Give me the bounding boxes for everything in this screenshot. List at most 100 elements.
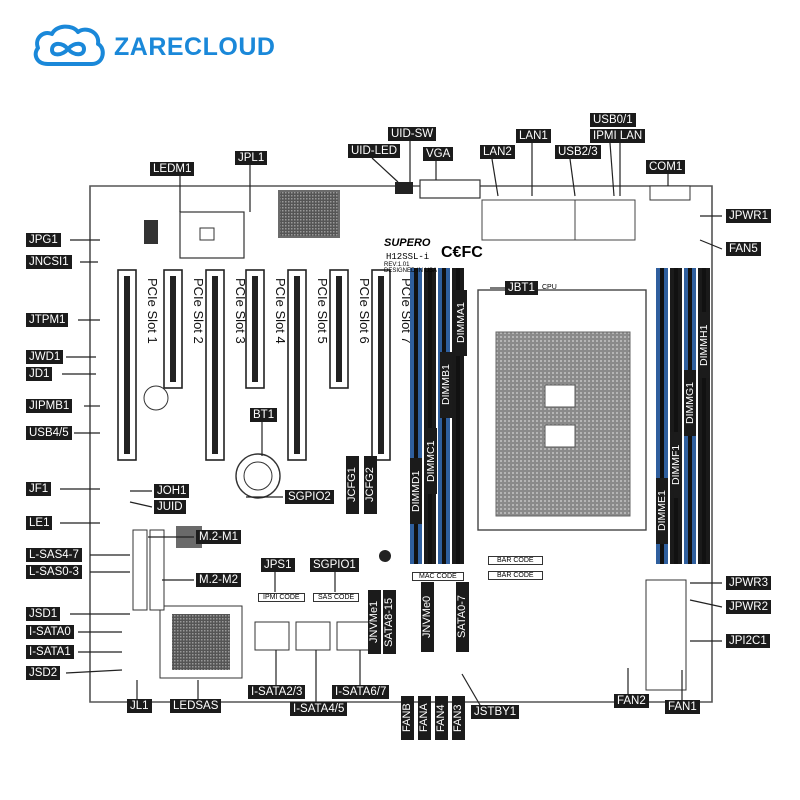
label-fan4: FAN4 (435, 696, 448, 740)
pcie-slot-1: PCIe Slot 1 (117, 269, 160, 461)
isata-block-1 (254, 621, 290, 651)
label-dimmh1: DIMMH1 (698, 312, 710, 378)
label-jstby1: JSTBY1 (471, 705, 520, 719)
uid-switch (395, 182, 413, 194)
label-fan3: FAN3 (452, 696, 465, 740)
label-dimma1: DIMMA1 (455, 290, 467, 356)
label-jf1: JF1 (26, 482, 52, 496)
label-isata1: I-SATA1 (26, 645, 74, 659)
board-maker: SUPERO (384, 237, 431, 249)
label-jpl1: JPL1 (235, 151, 268, 165)
label-bt1: BT1 (250, 408, 278, 422)
power-connector-24pin (645, 579, 687, 691)
label-usb45: USB4/5 (26, 426, 72, 440)
label-jbt1: JBT1 (505, 281, 538, 295)
battery-cell (235, 453, 281, 499)
label-le1: LE1 (26, 516, 53, 530)
label-ledsas: LEDSAS (170, 699, 222, 713)
pcie-slot-label: PCIe Slot 6 (357, 278, 372, 344)
pcie-slot-7: PCIe Slot 7 (371, 269, 414, 461)
pcie-slot-label: PCIe Slot 4 (273, 278, 288, 344)
label-jpwr1: JPWR1 (726, 209, 771, 223)
label-fan2: FAN2 (614, 694, 649, 708)
label-sgpio1: SGPIO1 (310, 558, 359, 572)
mac-code: MAC CODE (412, 572, 464, 581)
jumper-black (379, 550, 391, 562)
pcie-slot-label: PCIe Slot 2 (191, 278, 206, 344)
label-jwd1: JWD1 (26, 350, 64, 364)
label-jl1: JL1 (127, 699, 152, 713)
label-jtpm1: JTPM1 (26, 313, 69, 327)
m2-slot-1 (132, 529, 148, 611)
label-lsas03: L-SAS0-3 (26, 565, 82, 579)
label-usb23: USB2/3 (555, 145, 601, 159)
label-uid-sw: UID-SW (388, 127, 437, 141)
vga-port (419, 179, 481, 199)
label-vga: VGA (423, 147, 454, 161)
label-jps1: JPS1 (261, 558, 295, 572)
label-jpi2c1: JPI2C1 (726, 634, 770, 648)
label-fan5: FAN5 (726, 242, 761, 256)
m2-slot-2 (149, 529, 165, 611)
pcie-slot-5: PCIe Slot 5 (287, 269, 330, 461)
label-jpg1: JPG1 (26, 233, 61, 247)
cpu-socket-pins (495, 331, 631, 517)
label-sata815: SATA8-15 (383, 590, 396, 654)
label-jsd1: JSD1 (26, 607, 61, 621)
brand-logo: ZARECLOUD (30, 22, 275, 72)
ce-fcc-marks: C€FC (441, 244, 483, 261)
label-jipmb1: JIPMB1 (26, 399, 73, 413)
label-dimmg1: DIMMG1 (684, 370, 696, 436)
label-jcfg2: JCFG2 (364, 456, 377, 514)
label-sgpio2: SGPIO2 (285, 490, 334, 504)
label-uid-led: UID-LED (348, 144, 401, 158)
isata-block-2 (295, 621, 331, 651)
label-lsas47: L-SAS4-7 (26, 548, 82, 562)
board-origin: DESIGNED IN USA (384, 268, 438, 274)
dimm-slot-dimmc1 (424, 268, 436, 564)
pcie-slot-2: PCIe Slot 2 (163, 269, 206, 389)
label-jsd2: JSD2 (26, 666, 61, 680)
pcie-slot-label: PCIe Slot 1 (145, 278, 160, 344)
label-dimmb1: DIMMB1 (440, 352, 452, 418)
label-dimme1: DIMME1 (656, 478, 668, 544)
label-jpwr3: JPWR3 (726, 576, 771, 590)
label-dimmd1: DIMMD1 (410, 458, 422, 524)
bar-code-2: BAR CODE (488, 571, 543, 580)
label-fanb: FANB (401, 696, 414, 740)
label-com1: COM1 (646, 160, 686, 174)
label-jpwr2: JPWR2 (726, 600, 771, 614)
buzzer (143, 385, 169, 411)
label-juid: JUID (154, 500, 186, 514)
label-jd1: JD1 (26, 367, 53, 381)
label-fan1: FAN1 (665, 700, 700, 714)
leader-lines (60, 141, 723, 706)
label-jnvme1: JNVMe1 (368, 590, 381, 654)
pcie-slot-label: PCIe Slot 5 (315, 278, 330, 344)
cloud-infinity-logo-icon (33, 24, 105, 66)
label-isata67: I-SATA6/7 (332, 685, 390, 699)
label-sata07: SATA0-7 (456, 582, 469, 652)
brand-name: ZARECLOUD (114, 32, 276, 61)
label-isata0: I-SATA0 (26, 625, 74, 639)
label-lan2: LAN2 (480, 145, 515, 159)
label-joh1: JOH1 (154, 484, 190, 498)
label-m2m1: M.2-M1 (196, 530, 241, 544)
io-shield-usb (574, 199, 636, 241)
pcie-slot-4: PCIe Slot 4 (245, 269, 288, 389)
dimm-slot-dimmf1 (670, 268, 682, 564)
io-shield-lan (481, 199, 583, 241)
label-ledm1: LEDM1 (150, 162, 195, 176)
bar-code-1: BAR CODE (488, 556, 543, 565)
label-fana: FANA (418, 696, 431, 740)
label-ipmi-lan: IPMI LAN (590, 129, 646, 143)
board-model: H12SSL-i (386, 252, 430, 262)
com-port (649, 185, 691, 201)
label-dimmf1: DIMMF1 (670, 432, 682, 498)
pcie-slot-3: PCIe Slot 3 (205, 269, 248, 461)
label-jnvme0: JNVMe0 (421, 582, 434, 652)
board-rev: REV:1.01 (384, 262, 410, 268)
label-isata23: I-SATA2/3 (248, 685, 306, 699)
label-usb01: USB0/1 (590, 113, 636, 127)
